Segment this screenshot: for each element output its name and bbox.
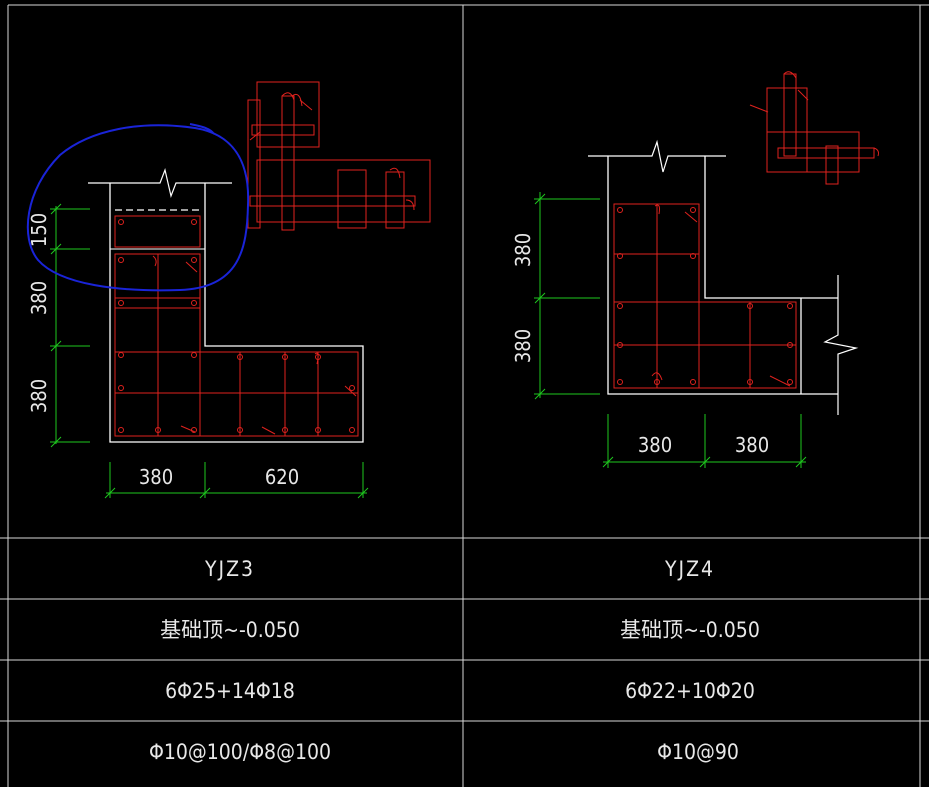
right-rebar-cage: [613, 203, 797, 389]
row-longitudinal-right: 6Φ22+10Φ20: [625, 679, 755, 703]
left-rebar-cage: [114, 215, 359, 437]
row-stirrup-left: Φ10@100/Φ8@100: [149, 740, 331, 764]
right-column-section: 380 380 380 380: [511, 71, 879, 468]
table-frame: [0, 4, 929, 787]
row-name-left: YJZ3: [204, 557, 255, 581]
left-stirrup-detail: [247, 81, 431, 231]
right-break-line-top: [588, 139, 726, 173]
left-column-section: 150 380 380 380 620: [26, 81, 431, 499]
left-dim-width-380-label: 380: [139, 465, 173, 489]
right-dim-width-380-left-label: 380: [638, 433, 672, 457]
schedule-table: YJZ3 YJZ4 基础顶~-0.050 基础顶~-0.050 6Φ25+14Φ…: [149, 557, 760, 764]
right-dim-380-upper-label: 380: [511, 233, 535, 267]
left-dim-380-upper-label: 380: [27, 281, 51, 315]
left-break-line: [88, 167, 232, 199]
left-dimensions: [50, 203, 369, 499]
right-stirrup-detail: [749, 71, 879, 185]
row-name-right: YJZ4: [664, 557, 715, 581]
row-elevation-right: 基础顶~-0.050: [620, 618, 760, 642]
left-dim-150-label: 150: [27, 213, 51, 247]
markup-circle: [26, 123, 250, 292]
left-dim-380-lower-label: 380: [27, 379, 51, 413]
right-dimensions: [534, 192, 807, 468]
row-elevation-left: 基础顶~-0.050: [160, 618, 300, 642]
right-dim-380-lower-label: 380: [511, 329, 535, 363]
right-break-line-side: [823, 275, 859, 415]
left-column-outline: [109, 183, 364, 443]
right-column-outline: [607, 156, 838, 395]
left-dim-width-620-label: 620: [265, 465, 299, 489]
row-longitudinal-left: 6Φ25+14Φ18: [165, 679, 295, 703]
row-stirrup-right: Φ10@90: [657, 740, 739, 764]
right-dim-width-380-right-label: 380: [735, 433, 769, 457]
